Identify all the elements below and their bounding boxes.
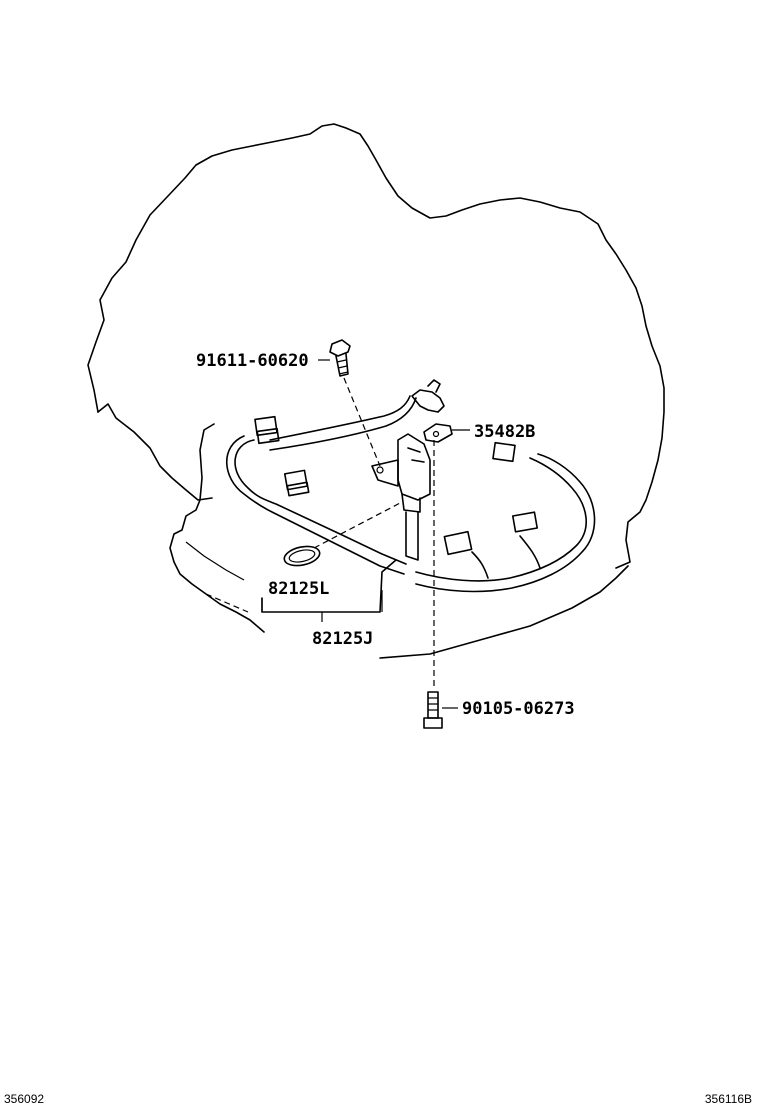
connector-bottom: [443, 530, 473, 556]
harness-main-wire-outer: [225, 435, 405, 575]
label-wire-harness: 82125J: [312, 629, 373, 649]
housing-bottom-line: [379, 565, 629, 659]
housing-left-flange: [97, 403, 213, 501]
housing-inner-rib: [185, 541, 245, 581]
connector-right: [511, 511, 539, 533]
harness-branch-wire: [519, 535, 541, 569]
harness-bracket-line: [261, 590, 383, 612]
label-bolt-top: 91611-60620: [196, 351, 309, 371]
harness-upper-wire-2: [269, 397, 417, 451]
o-ring-part: [283, 545, 321, 567]
label-o-ring: 82125L: [268, 579, 329, 599]
label-clamp: 35482B: [474, 422, 535, 442]
footer-code-left: 356092: [4, 1092, 45, 1106]
bolt-top: [318, 339, 351, 377]
connector-mid-left: [283, 469, 310, 497]
transmission-housing-outline: [87, 123, 665, 569]
harness-right-wire-2: [415, 453, 596, 593]
harness-upper-wire: [269, 395, 411, 441]
housing-left-dash: [205, 593, 249, 613]
clamp-part: [423, 423, 470, 443]
speed-sensor: [371, 433, 431, 561]
bolt-bottom: [423, 691, 458, 729]
housing-left-step: [169, 423, 265, 633]
label-bolt-bottom: 90105-06273: [462, 699, 575, 719]
harness-right-wire: [415, 457, 587, 582]
harness-branch-wire-2: [471, 551, 489, 579]
connector-top-left: [254, 415, 280, 445]
bolt-top-dashed-guide: [343, 377, 381, 467]
harness-main-wire: [234, 439, 407, 565]
connector-top-clip: [411, 379, 445, 413]
o-ring-dashed-guide: [313, 501, 403, 549]
footer-code-right: 356116B: [704, 1092, 752, 1106]
connector-top-right: [492, 441, 516, 463]
